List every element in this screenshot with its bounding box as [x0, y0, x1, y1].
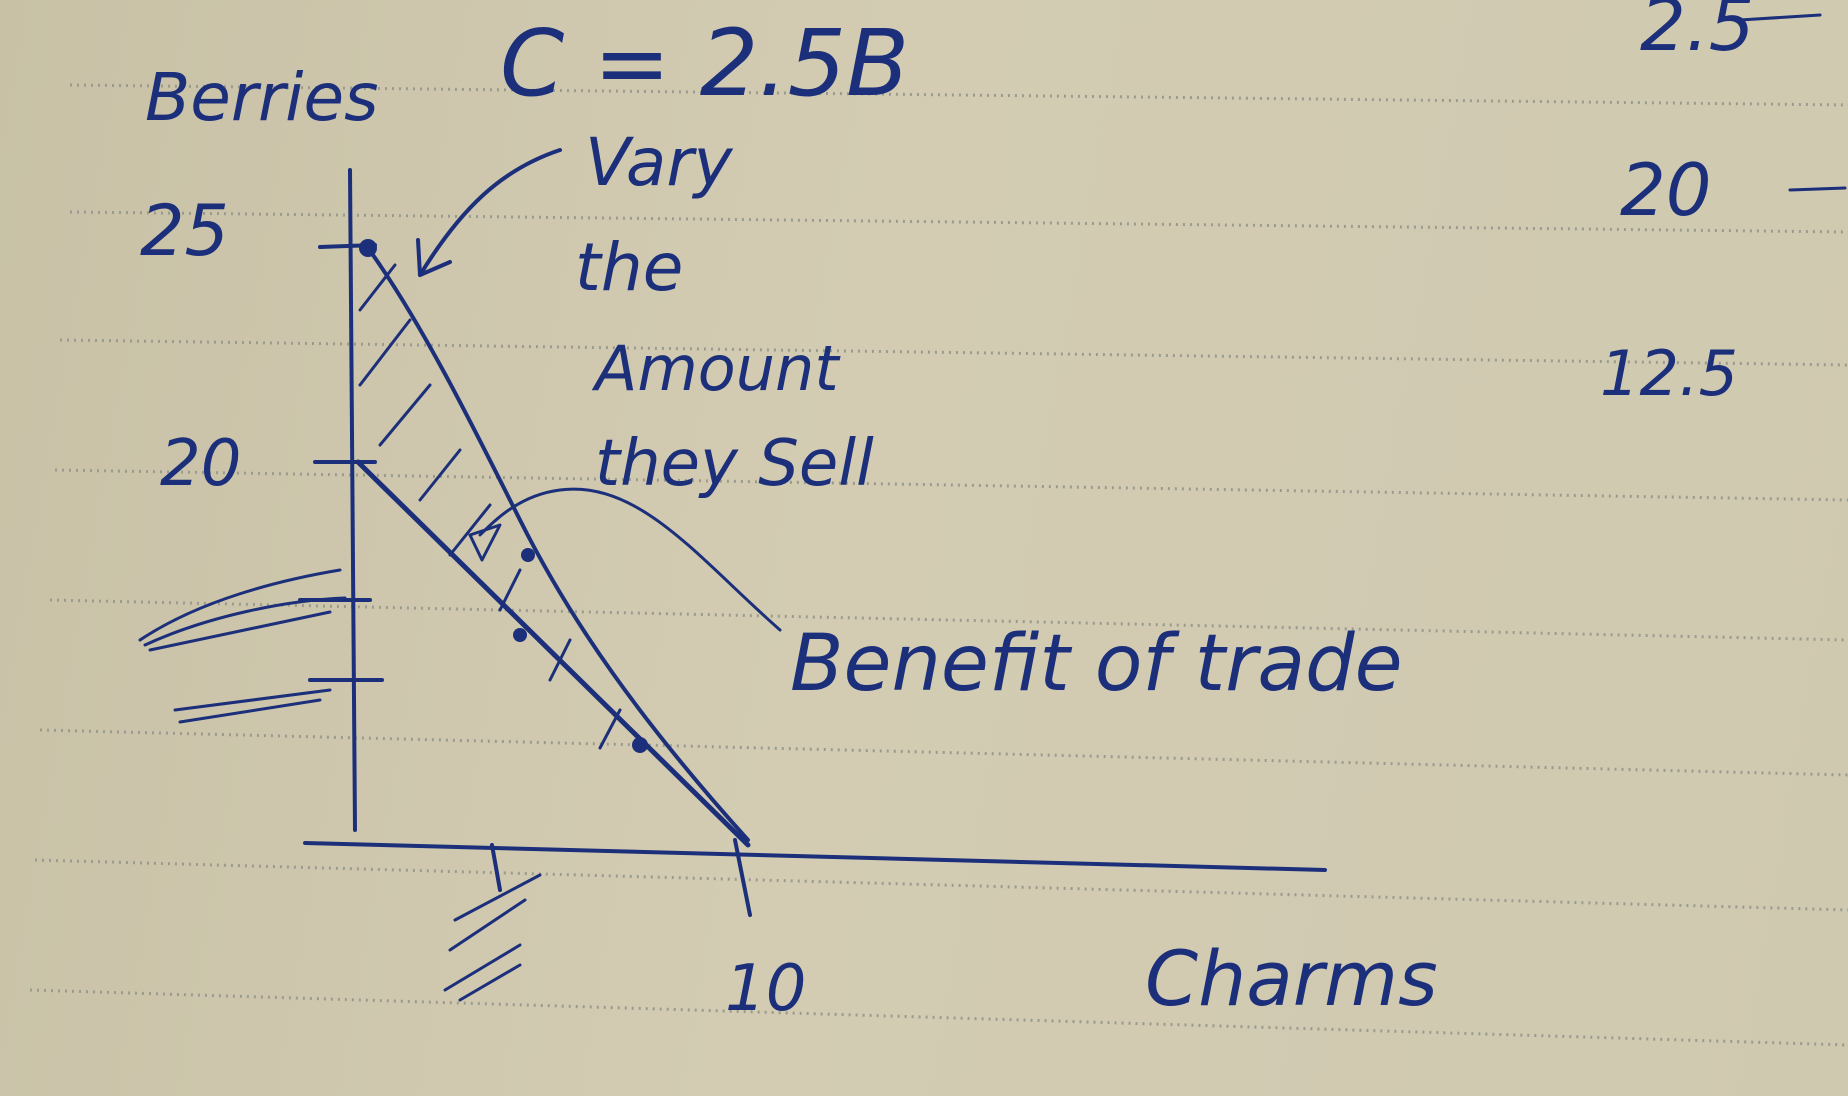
- x-tick-10-label: 10: [725, 952, 806, 1026]
- annotation-line-4: they Sell: [595, 427, 874, 501]
- point-lower: [632, 737, 648, 753]
- benefit-arrow-head: [468, 523, 502, 562]
- benefit-label: Benefit of trade: [790, 619, 1403, 709]
- benefit-arrow: [478, 487, 782, 632]
- equation-text: C = 2.5B: [500, 10, 909, 117]
- x-axis-label: Charms: [1145, 934, 1438, 1023]
- x-tick-10-mark: [733, 838, 752, 917]
- annotation-line-1: Vary: [585, 124, 734, 201]
- annotation-line-2: the: [575, 229, 683, 306]
- point-mid-2: [513, 628, 527, 642]
- ruled-lines: [29, 83, 1848, 1047]
- y-tick-25-label: 25: [140, 190, 229, 272]
- point-top: [359, 239, 377, 257]
- side-value-1: 2.5: [1640, 0, 1755, 67]
- point-mid-1: [521, 548, 535, 562]
- y-axis: [348, 168, 357, 832]
- scribbles: [138, 568, 542, 1002]
- side-dash-2: [1788, 186, 1847, 192]
- trade-curve: [366, 246, 750, 842]
- vary-arrow-head: [416, 238, 452, 277]
- production-line: [355, 459, 751, 848]
- x-axis: [303, 841, 1327, 872]
- side-value-3: 12.5: [1600, 337, 1738, 410]
- vary-arrow: [418, 148, 562, 277]
- side-value-2: 20: [1620, 148, 1712, 232]
- y-tick-20-label: 20: [160, 427, 241, 501]
- x-tick-mark-left: [490, 843, 502, 892]
- side-dash-1: [1738, 13, 1822, 22]
- benefit-hatching: [358, 263, 622, 750]
- annotation-line-3: Amount: [591, 332, 841, 405]
- title-text: Berries: [145, 59, 378, 136]
